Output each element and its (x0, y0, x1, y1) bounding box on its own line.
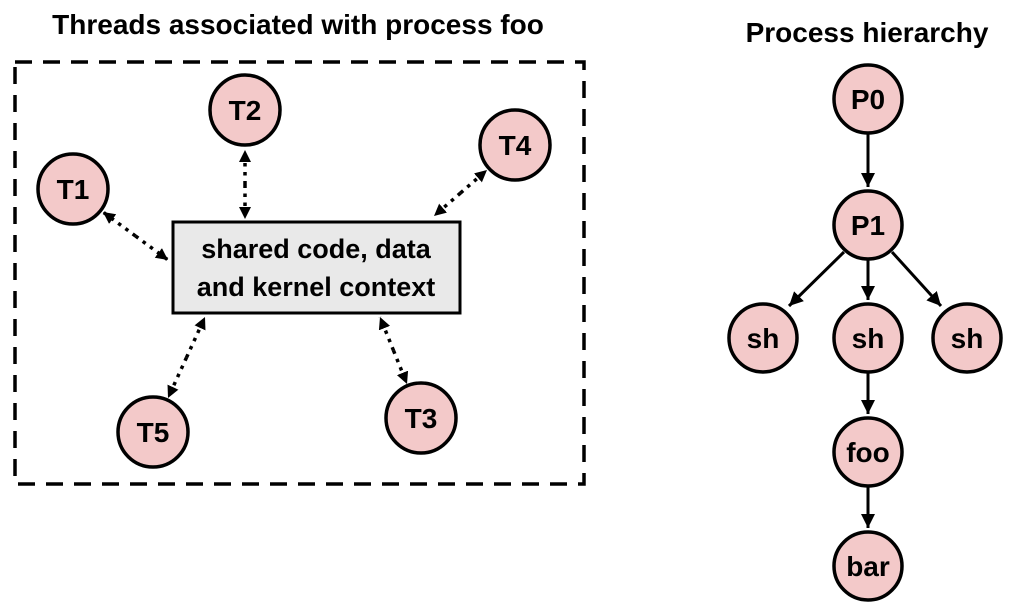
connector-t3-arrow-down (391, 349, 409, 385)
shared-context-rect (171, 220, 462, 315)
thread-circle-t1 (36, 152, 110, 226)
thread-label-t3: T3 (405, 403, 438, 434)
process-node-sh-right: sh (931, 302, 1003, 374)
edge-p1-sh-right (890, 250, 943, 308)
process-node-p0: P0 (832, 63, 904, 135)
process-label-p1: P1 (851, 210, 885, 241)
thread-circle-t5 (116, 395, 190, 469)
connector-t4-arrow-up (459, 168, 489, 195)
process-circle-sh-right (931, 302, 1003, 374)
connector-t1-arrow-down (134, 234, 170, 262)
thread-circle-t2 (208, 73, 282, 147)
shared-context-line1: shared code, data (201, 234, 432, 264)
process-label-sh-left: sh (747, 323, 780, 354)
thread-connectors (101, 150, 489, 399)
process-node-sh-middle: sh (832, 302, 904, 374)
process-circle-p1 (832, 189, 904, 261)
process-label-sh-right: sh (951, 323, 984, 354)
connector-t5-arrow-up (184, 316, 207, 359)
connector-t1-arrow-up (101, 210, 137, 238)
thread-label-t1: T1 (57, 174, 90, 205)
process-label-foo: foo (846, 437, 890, 468)
process-node-bar: bar (832, 530, 904, 602)
process-circle-bar (832, 530, 904, 602)
thread-node-t2: T2 (208, 73, 282, 147)
shared-context-box: shared code, data and kernel context (171, 220, 462, 315)
thread-label-t2: T2 (229, 95, 262, 126)
process-circle-p0 (832, 63, 904, 135)
hierarchy-edges (787, 134, 943, 528)
thread-circle-t4 (478, 108, 552, 182)
process-node-p1: P1 (832, 189, 904, 261)
process-boundary-dashed-box (13, 60, 586, 486)
process-label-bar: bar (846, 551, 890, 582)
process-circle-sh-left (727, 302, 799, 374)
process-label-sh-middle: sh (852, 323, 885, 354)
right-diagram-title: Process hierarchy (746, 17, 989, 48)
edge-p1-sh-left (787, 250, 846, 308)
thread-node-t1: T1 (36, 152, 110, 226)
thread-circle-t3 (384, 381, 458, 455)
thread-label-t5: T5 (137, 417, 170, 448)
process-circle-foo (832, 416, 904, 488)
connector-t5-arrow-down (166, 356, 189, 399)
process-label-p0: P0 (851, 84, 885, 115)
left-diagram-title: Threads associated with process foo (52, 9, 544, 40)
process-node-foo: foo (832, 416, 904, 488)
connector-t3-arrow-up (378, 316, 396, 352)
thread-node-t5: T5 (116, 395, 190, 469)
thread-node-t3: T3 (384, 381, 458, 455)
shared-context-line2: and kernel context (197, 272, 436, 302)
thread-label-t4: T4 (499, 130, 532, 161)
process-circle-sh-middle (832, 302, 904, 374)
process-node-sh-left: sh (727, 302, 799, 374)
thread-node-t4: T4 (478, 108, 552, 182)
connector-t4-arrow-down (432, 191, 462, 218)
